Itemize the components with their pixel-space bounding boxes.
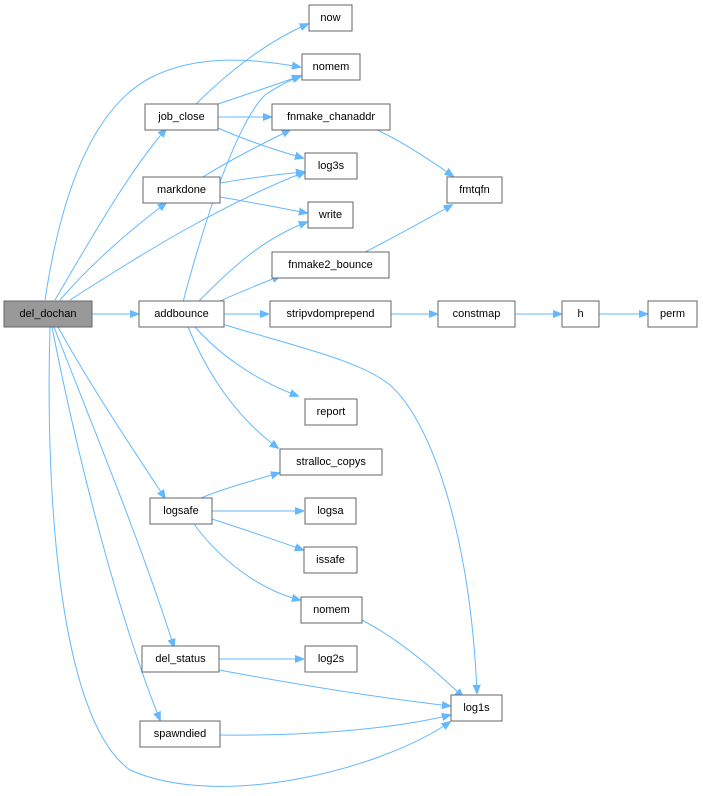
edge-logsafe-nomem-bottom — [193, 523, 300, 600]
node-label-stralloc_copys: stralloc_copys — [296, 456, 366, 468]
node-stripvdomprepend[interactable]: stripvdomprepend — [269, 300, 392, 328]
node-del_dochan[interactable]: del_dochan — [3, 300, 93, 328]
edge-del_dochan-markdone — [59, 203, 166, 301]
node-label-fnmake_chanaddr: fnmake_chanaddr — [287, 111, 375, 123]
node-label-job_close: job_close — [157, 111, 204, 123]
edge-addbounce-fnmake2_bounce — [217, 276, 280, 303]
edges — [44, 24, 647, 787]
node-label-constmap: constmap — [453, 308, 501, 320]
node-label-fmtqfn: fmtqfn — [459, 184, 490, 196]
node-fnmake_chanaddr[interactable]: fnmake_chanaddr — [271, 103, 391, 131]
edge-addbounce-log1s — [221, 323, 477, 693]
edge-del_dochan-del_status — [53, 326, 174, 647]
edge-logsafe-issafe — [211, 518, 303, 550]
edge-del_dochan-job_close — [54, 129, 166, 301]
edge-logsafe-stralloc_copys — [200, 473, 279, 499]
node-label-report: report — [317, 406, 346, 418]
node-label-stripvdomprepend: stripvdomprepend — [286, 308, 374, 320]
node-h[interactable]: h — [561, 300, 600, 328]
node-del_status[interactable]: del_status — [141, 645, 220, 673]
node-label-addbounce: addbounce — [154, 308, 208, 320]
edge-markdone-log3s — [219, 172, 304, 184]
node-label-log3s: log3s — [318, 160, 345, 172]
edge-addbounce-report — [194, 326, 298, 396]
edge-fnmake2_bounce-fmtqfn — [364, 205, 452, 253]
edge-nomem-bottom-log1s — [361, 619, 463, 697]
node-label-del_status: del_status — [155, 653, 206, 665]
edge-del_dochan-log3s — [69, 172, 305, 301]
node-write[interactable]: write — [307, 201, 354, 229]
edge-job_close-log3s — [217, 127, 303, 158]
node-label-log2s: log2s — [318, 653, 345, 665]
edge-job_close-now — [195, 24, 308, 105]
node-label-del_dochan: del_dochan — [20, 308, 77, 320]
node-log3s[interactable]: log3s — [304, 152, 358, 180]
node-label-write: write — [318, 209, 342, 221]
edge-del_status-log1s — [218, 669, 450, 706]
node-label-issafe: issafe — [316, 554, 345, 566]
node-label-now: now — [320, 12, 340, 24]
node-logsafe[interactable]: logsafe — [149, 497, 213, 525]
node-log2s[interactable]: log2s — [304, 645, 358, 673]
node-now[interactable]: now — [308, 4, 353, 32]
edge-del_dochan-spawndied — [51, 326, 160, 720]
edge-del_dochan-nomem-top — [44, 59, 300, 301]
edge-addbounce-write — [197, 222, 307, 303]
node-spawndied[interactable]: spawndied — [139, 720, 221, 748]
edge-fnmake_chanaddr-fmtqfn — [374, 128, 453, 176]
node-label-logsafe: logsafe — [163, 505, 198, 517]
node-label-markdone: markdone — [157, 184, 206, 196]
edge-del_dochan-log1s — [48, 326, 450, 787]
node-addbounce[interactable]: addbounce — [138, 300, 225, 328]
edge-spawndied-log1s — [219, 715, 450, 736]
node-nomem-top[interactable]: nomem — [301, 53, 361, 81]
node-fnmake2_bounce[interactable]: fnmake2_bounce — [271, 251, 390, 279]
edge-del_dochan-logsafe — [57, 326, 165, 498]
edge-addbounce-nomem-top — [182, 76, 301, 303]
node-label-nomem-bottom: nomem — [313, 604, 350, 616]
edge-addbounce-stralloc_copys — [187, 326, 278, 448]
edge-markdone-write — [219, 196, 307, 213]
node-fmtqfn[interactable]: fmtqfn — [446, 176, 503, 204]
node-job_close[interactable]: job_close — [144, 103, 219, 131]
nodes: del_dochan job_close markdone addbounce … — [3, 4, 698, 748]
node-perm[interactable]: perm — [647, 300, 698, 328]
node-stralloc_copys[interactable]: stralloc_copys — [279, 448, 383, 476]
node-logsa[interactable]: logsa — [304, 497, 357, 525]
node-markdone[interactable]: markdone — [142, 176, 221, 204]
node-label-spawndied: spawndied — [154, 728, 207, 740]
node-log1s[interactable]: log1s — [450, 694, 503, 722]
edge-markdone-fnmake_chanaddr — [202, 130, 290, 178]
node-issafe[interactable]: issafe — [303, 546, 358, 574]
node-label-log1s: log1s — [463, 702, 490, 714]
node-label-fnmake2_bounce: fnmake2_bounce — [288, 259, 372, 271]
edge-job_close-nomem-top — [217, 76, 300, 105]
node-nomem-bottom[interactable]: nomem — [300, 596, 363, 624]
node-label-nomem-top: nomem — [313, 61, 350, 73]
node-label-logsa: logsa — [317, 505, 344, 517]
node-label-perm: perm — [660, 308, 685, 320]
node-constmap[interactable]: constmap — [437, 300, 516, 328]
node-label-h: h — [577, 308, 583, 320]
node-report[interactable]: report — [304, 398, 358, 426]
